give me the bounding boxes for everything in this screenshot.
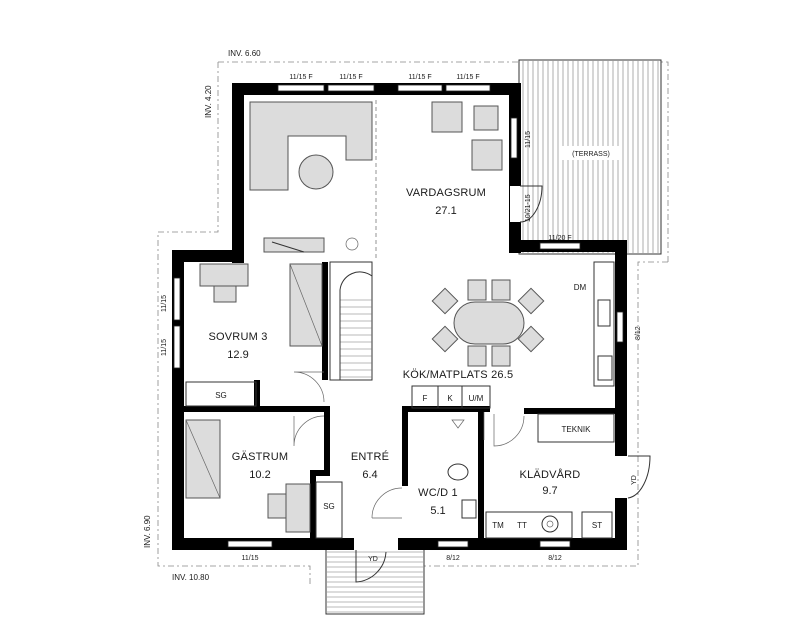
inv-left-top-label: INV. 4.20 [204, 85, 213, 118]
sg-sovrum-label: SG [215, 391, 227, 400]
room-labels: VARDAGSRUM 27.1 SOVRUM 3 12.9 KÖK/MATPLA… [208, 187, 580, 517]
dryer-label: TT [517, 521, 527, 530]
room-kladvard-area: 9.7 [542, 485, 557, 497]
room-entre-area: 6.4 [362, 469, 377, 481]
window-labels: 11/15 F 11/15 F 11/15 F 11/15 F 11/15 10… [161, 74, 642, 562]
window-label-left-1: 11/15 [161, 295, 168, 312]
window-label-bottom-mid: 8/12 [446, 555, 460, 562]
outer-walls [172, 83, 627, 550]
guestroom-furniture [185, 419, 343, 539]
window-label-bottom-left: 11/15 [242, 555, 259, 562]
laundry-fixtures [485, 413, 615, 539]
room-gastrum-name: GÄSTRUM [232, 451, 288, 463]
room-vardagsrum-area: 27.1 [435, 205, 456, 217]
room-sovrum-name: SOVRUM 3 [208, 331, 267, 343]
window-label-w1: 11/15 F [289, 74, 312, 81]
entry-steps [325, 547, 425, 615]
room-kladvard-name: KLÄDVÅRD [520, 468, 581, 481]
room-wc-area: 5.1 [430, 505, 445, 517]
freezer-label: K [447, 394, 453, 403]
fixture-labels: (TERRASS) DM TEKNIK SG SG F K U/M TM TT … [215, 151, 638, 563]
window-label-w2: 11/15 F [339, 74, 362, 81]
interior-walls [184, 262, 619, 540]
window-label-left-2: 11/15 [161, 339, 168, 356]
living-room-furniture [249, 100, 503, 260]
staircase [329, 261, 373, 381]
window-label-right-kitchen: 8/12 [635, 326, 642, 340]
dm-label: DM [574, 283, 587, 292]
terrace-label: (TERRASS) [572, 151, 610, 158]
window-label-w4: 11/15 F [456, 74, 479, 81]
wc-fixtures [447, 419, 477, 519]
inv-bottom-label: INV. 10.80 [172, 573, 210, 582]
dining-furniture [411, 261, 615, 409]
entry-yd-label: YD [368, 556, 378, 563]
windows [173, 84, 628, 550]
terrace [518, 59, 662, 255]
oven-label: U/M [469, 394, 484, 403]
window-label-terrace-bottom: 11/20 F [548, 235, 571, 242]
side-yd-label: YD [631, 475, 638, 485]
door-label-terrace: 10/21-15 [525, 194, 532, 222]
dimension-labels: INV. 6.60 INV. 4.20 INV. 6.90 INV. 10.80 [143, 49, 261, 582]
window-label-w3: 11/15 F [408, 74, 431, 81]
sg-entre-label: SG [323, 502, 335, 511]
fridge-label: F [423, 394, 428, 403]
inv-top-label: INV. 6.60 [228, 49, 261, 58]
room-gastrum-area: 10.2 [249, 469, 270, 481]
window-label-bottom-right: 8/12 [548, 555, 562, 562]
doors [293, 185, 651, 583]
window-label-right-upper: 11/15 [525, 131, 532, 148]
inv-left-bottom-label: INV. 6.90 [143, 515, 152, 548]
cabinet-label: ST [592, 521, 602, 530]
teknik-label: TEKNIK [562, 425, 592, 434]
room-sovrum-area: 12.9 [227, 349, 248, 361]
room-vardagsrum-name: VARDAGSRUM [406, 187, 486, 199]
room-entre-name: ENTRÉ [351, 450, 389, 463]
site-outline [157, 61, 669, 586]
room-kok-name: KÖK/MATPLATS 26.5 [403, 369, 514, 381]
room-wc-name: WC/D 1 [418, 487, 458, 499]
bedroom-furniture [185, 263, 323, 407]
washer-label: TM [492, 521, 504, 530]
